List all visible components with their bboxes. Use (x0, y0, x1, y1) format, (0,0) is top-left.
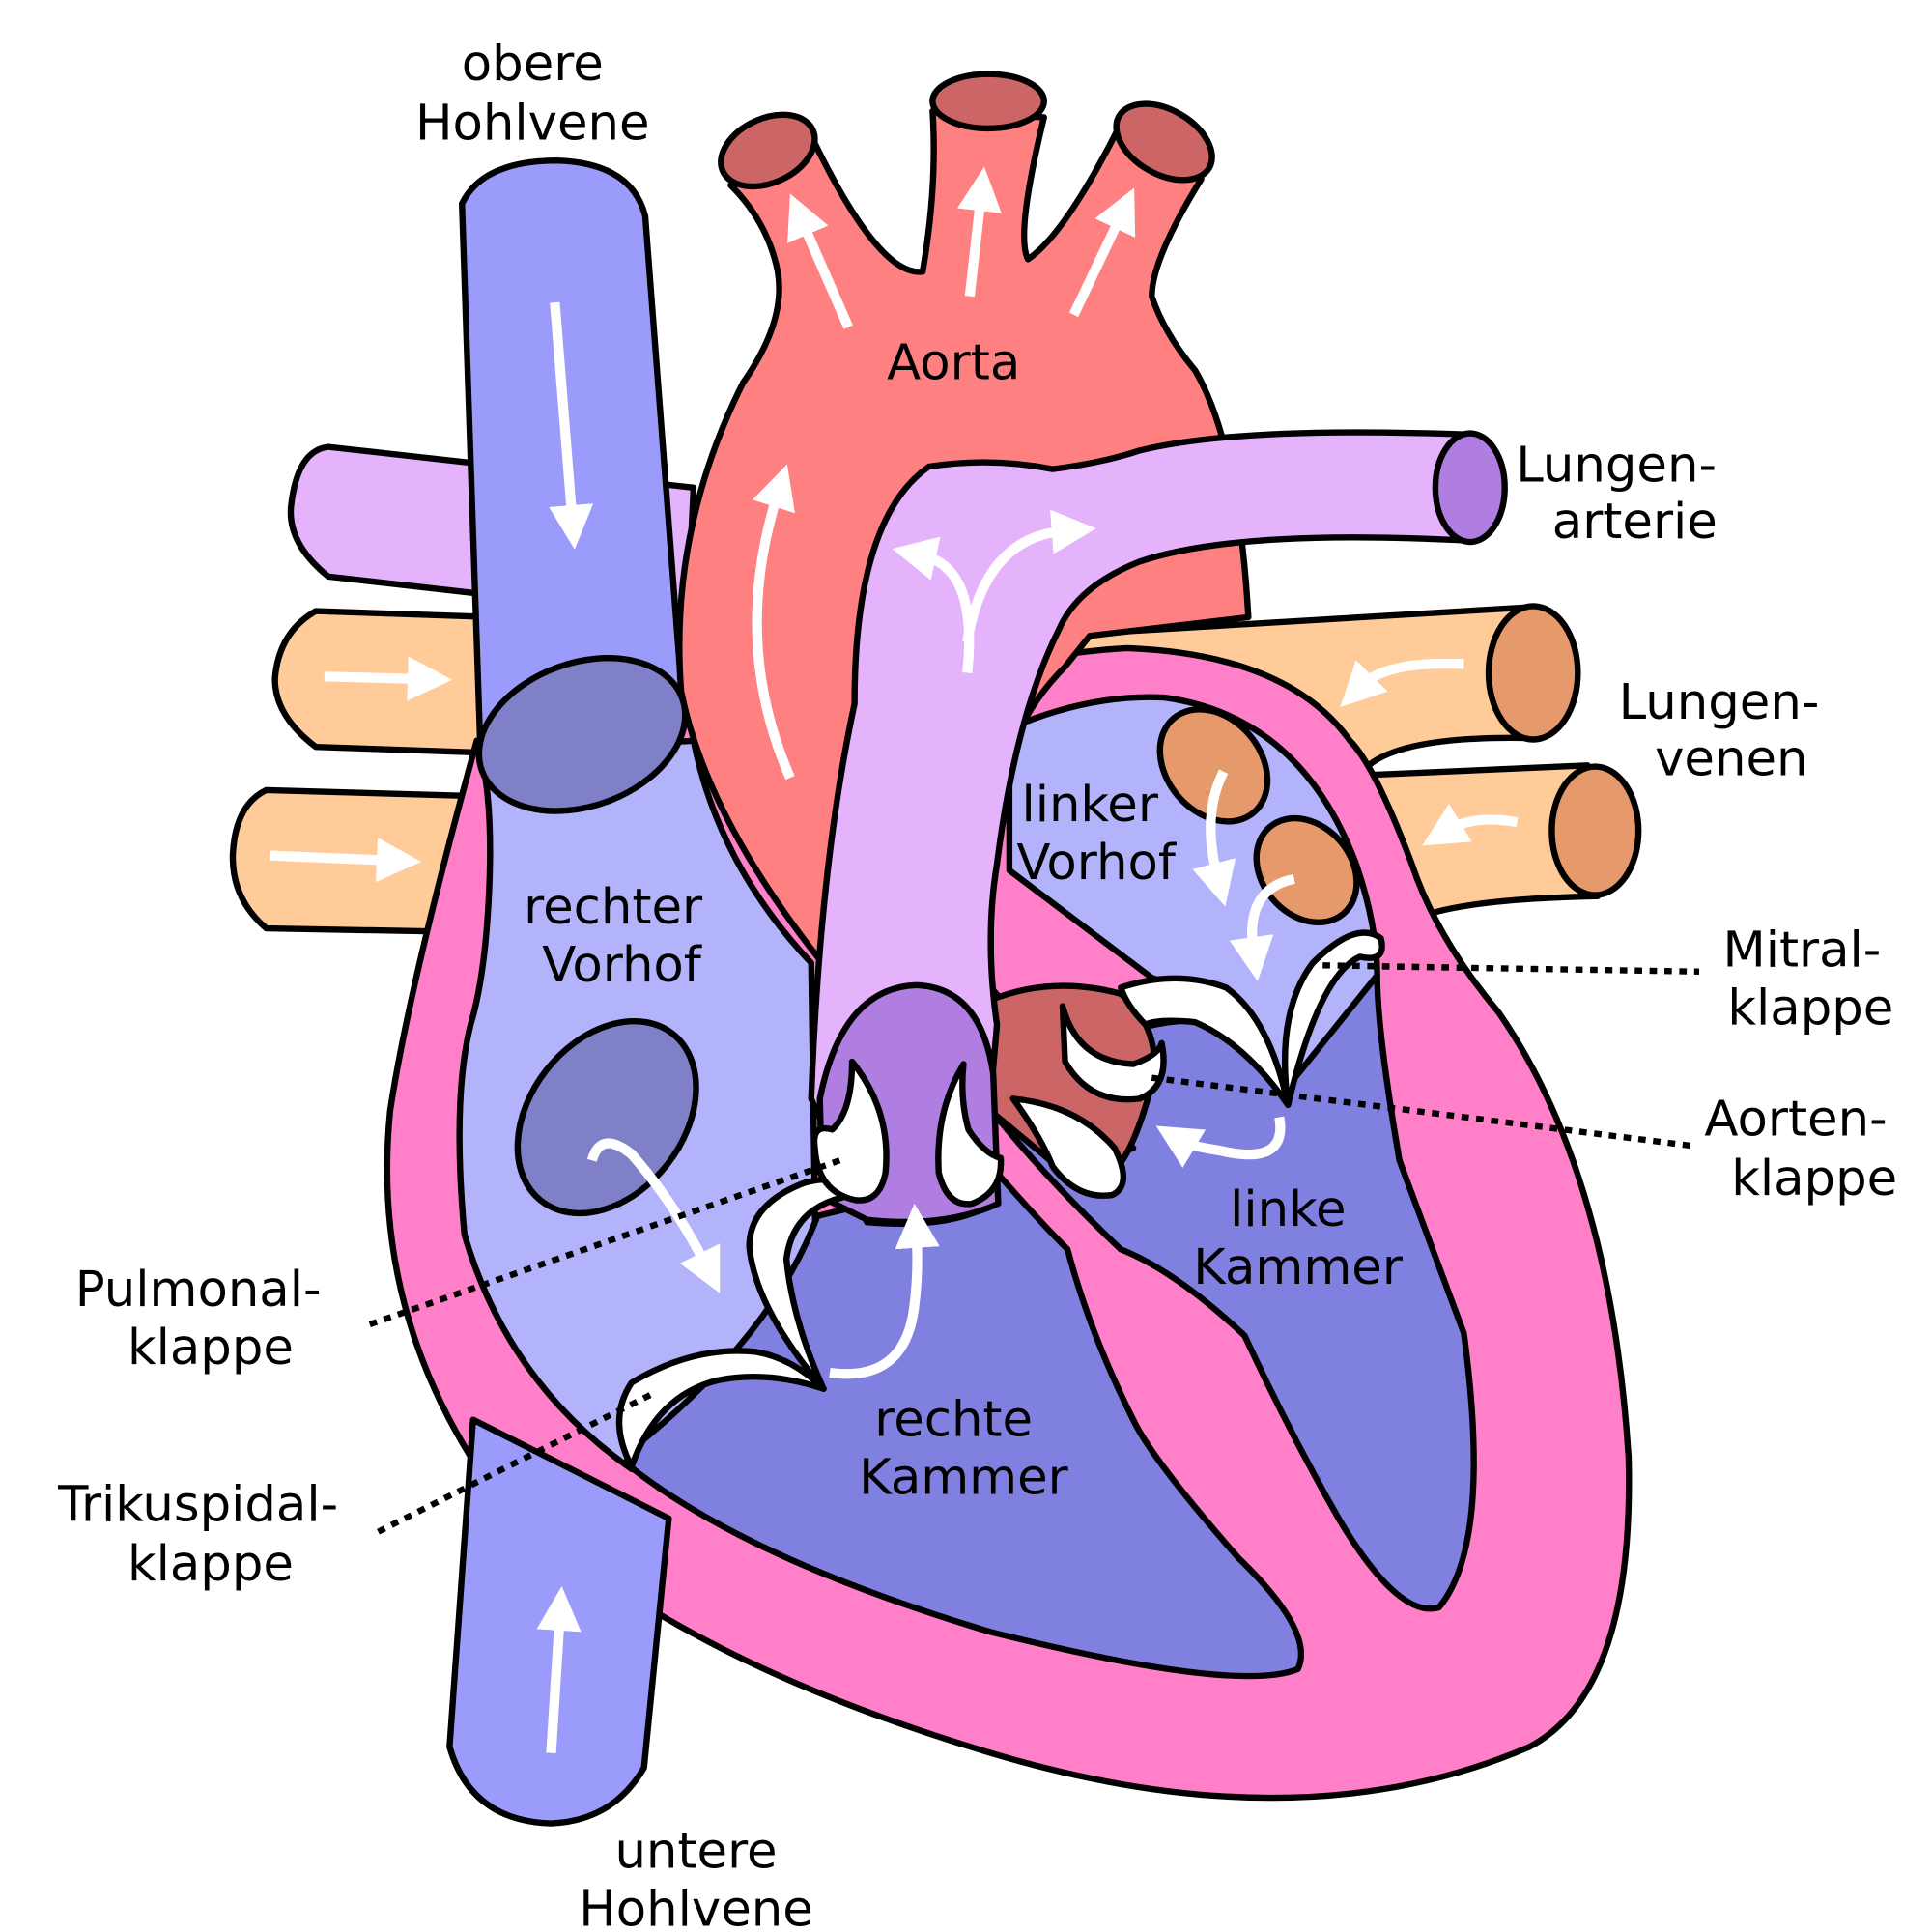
inferior-vena-cava-opening (514, 1017, 699, 1217)
label-line: Lungen- (1516, 436, 1717, 494)
label-line: Kammer (1193, 1238, 1404, 1296)
label-pulmonary-artery: Lungen-arterie (1516, 436, 1718, 551)
arrow-vein-right-2 (1422, 803, 1519, 846)
arrow-ivc (536, 1585, 582, 1754)
arrow-aorta-3 (1068, 187, 1136, 318)
label-line: Trikuspidal- (57, 1476, 338, 1534)
leader-aortic (1151, 1074, 1691, 1150)
pulmonary-valve (810, 1058, 1005, 1208)
mitral-valve (1118, 929, 1385, 1108)
arrow-pulmonary-right (962, 509, 1096, 643)
pulmonary-artery-end (1432, 430, 1508, 546)
arrow-svc (549, 301, 594, 550)
label-line: Mitral- (1722, 922, 1881, 980)
label-mitral-valve: Mitral-klappe (1722, 922, 1893, 1037)
label-line: Vorhof (542, 936, 702, 994)
label-line: Kammer (859, 1448, 1069, 1506)
pulmonary-vein-right-lower-end (1548, 763, 1642, 898)
pulmonary-vein-opening-2 (1253, 814, 1360, 926)
aorta-branch-3-end (1113, 100, 1215, 184)
arrow-aorta-2 (956, 166, 1002, 298)
arrow-vein-left-1 (324, 656, 453, 701)
arrow-ra-to-rv (586, 1138, 721, 1293)
label-line: klappe (1727, 980, 1893, 1037)
arrow-la-1 (1192, 769, 1236, 907)
arrow-rv-to-pulmonary (829, 1203, 940, 1379)
blood-flow-arrows (270, 166, 1519, 1754)
label-aorta: Aorta (887, 333, 1020, 391)
leader-tricuspid (374, 1392, 652, 1537)
leader-mitral (1322, 962, 1700, 975)
label-line: linke (1230, 1180, 1346, 1238)
aorta-branch-1-end (718, 111, 818, 190)
label-tricuspid-valve: Trikuspidal-klappe (57, 1476, 338, 1593)
label-line: rechte (874, 1390, 1033, 1448)
label-line: Hohlvene (579, 1881, 813, 1932)
label-line: Vorhof (1016, 834, 1177, 892)
superior-vena-cava-opening (475, 655, 689, 814)
arrow-aorta-1 (787, 193, 853, 329)
label-line: untere (614, 1823, 777, 1881)
label-aortic-valve: Aorten-klappe (1704, 1091, 1897, 1208)
arrow-vein-left-2 (270, 838, 422, 883)
label-pulmonary-veins: Lungen-venen (1619, 673, 1820, 788)
aorta-branch-2-end (929, 71, 1047, 132)
label-line: Lungen- (1619, 673, 1820, 731)
label-line: arterie (1552, 493, 1718, 551)
label-pulmonary-valve: Pulmonal-klappe (75, 1261, 322, 1377)
arrow-la-2 (1229, 873, 1295, 981)
arrow-vein-right-1 (1340, 658, 1464, 708)
label-line: linker (1021, 776, 1158, 834)
arrow-pulmonary-left (892, 536, 975, 674)
label-line: obere (462, 35, 604, 93)
label-line: Pulmonal- (75, 1261, 322, 1319)
arrow-lv-to-aorta (1155, 1116, 1286, 1168)
label-line: Hohlvene (415, 94, 650, 152)
label-line: klappe (128, 1535, 294, 1593)
pulmonary-vein-right-upper-end (1485, 603, 1581, 743)
label-line: klappe (128, 1319, 294, 1377)
label-line: venen (1655, 730, 1807, 788)
label-line: klappe (1731, 1150, 1897, 1208)
aortic-valve (1009, 1003, 1167, 1199)
pulmonary-vein-opening-1 (1156, 706, 1271, 825)
arrow-aorta-up (752, 464, 795, 781)
label-line: Aorten- (1704, 1091, 1887, 1149)
label-line: rechter (524, 878, 703, 936)
